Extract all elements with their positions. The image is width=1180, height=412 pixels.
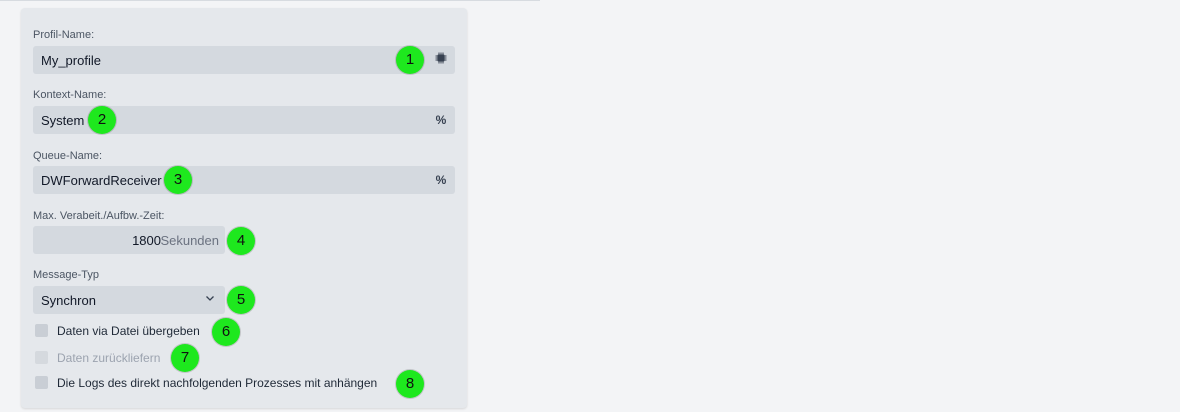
context-name-value: System	[41, 113, 85, 128]
annotation-badge-5: 5	[227, 286, 255, 314]
checkbox[interactable]	[35, 376, 48, 389]
queue-name-label: Queue-Name:	[33, 150, 103, 162]
annotation-badge-7: 7	[171, 344, 199, 372]
checkbox-label: Daten via Datei übergeben	[57, 324, 200, 338]
annotation-badge-8: 8	[396, 370, 424, 398]
checkbox-label: Daten zurückliefern	[57, 351, 161, 365]
profile-name-value: My_profile	[41, 53, 101, 68]
max-time-value: 1800	[132, 233, 161, 248]
profile-name-label: Profil-Name:	[33, 29, 95, 41]
message-type-select[interactable]: Synchron	[33, 286, 225, 314]
max-time-unit: Sekunden	[160, 233, 219, 248]
chip-icon[interactable]	[433, 52, 449, 68]
annotation-badge-2: 2	[88, 106, 116, 134]
queue-name-field[interactable]: DWForwardReceiver %	[33, 166, 455, 194]
max-time-label: Max. Verabeit./Aufbw.-Zeit:	[33, 210, 165, 222]
chevron-down-icon	[205, 292, 215, 306]
queue-name-value: DWForwardReceiver	[41, 173, 162, 188]
annotation-badge-4: 4	[227, 227, 255, 255]
profile-name-field[interactable]: My_profile	[33, 46, 455, 74]
profile-form-panel: Profil-Name: My_profile 1 Kontext-Name: …	[21, 8, 467, 408]
checkbox	[35, 351, 48, 364]
annotation-badge-1: 1	[396, 46, 424, 74]
percent-icon[interactable]: %	[435, 113, 447, 127]
message-type-label: Message-Typ	[33, 269, 100, 281]
checkbox-label: Die Logs des direkt nachfolgenden Prozes…	[57, 376, 378, 390]
annotation-badge-3: 3	[164, 166, 192, 194]
context-name-label: Kontext-Name:	[33, 89, 107, 101]
checkbox[interactable]	[35, 324, 48, 337]
top-divider	[0, 0, 540, 1]
annotation-badge-6: 6	[212, 318, 240, 346]
message-type-value: Synchron	[41, 293, 96, 308]
max-time-input[interactable]: 1800 Sekunden	[33, 226, 225, 254]
percent-icon[interactable]: %	[435, 173, 447, 187]
